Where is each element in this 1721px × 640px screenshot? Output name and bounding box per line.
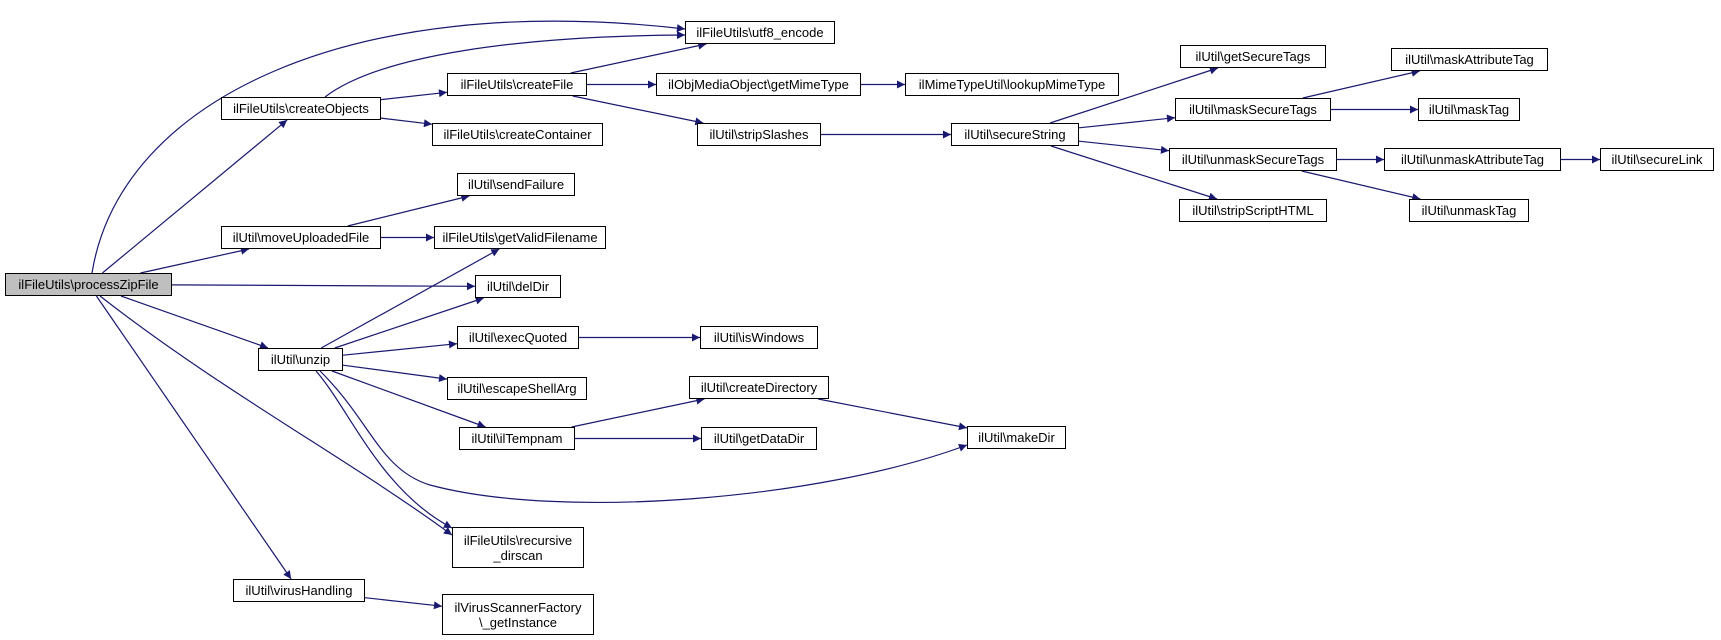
edge-secureString-to-unmaskSecureTags — [1078, 140, 1170, 154]
edge-unzip-to-execQuoted — [342, 340, 458, 356]
node-stripScriptHTML[interactable]: ilUtil\stripScriptHTML — [1179, 199, 1327, 222]
node-createObjects[interactable]: ilFileUtils\createObjects — [221, 97, 381, 120]
edge-unzip-to-getValidFilename — [320, 248, 500, 349]
node-getSecureTags[interactable]: ilUtil\getSecureTags — [1180, 45, 1326, 68]
node-unmaskTag[interactable]: ilUtil\unmaskTag — [1409, 199, 1529, 222]
edge-ilTempnam-to-createDirectory — [571, 396, 705, 428]
edge-createFile-to-stripSlashes — [572, 95, 704, 126]
node-utf8_encode[interactable]: ilFileUtils\utf8_encode — [685, 21, 835, 44]
edge-unmaskSecureTags-to-unmaskTag — [1301, 170, 1421, 202]
node-moveUploadedFile[interactable]: ilUtil\moveUploadedFile — [221, 226, 381, 249]
node-secureLink[interactable]: ilUtil\secureLink — [1600, 148, 1714, 171]
node-maskAttributeTag[interactable]: ilUtil\maskAttributeTag — [1391, 48, 1548, 71]
edge-virusHandling-to-getInstance — [364, 597, 443, 610]
node-unmaskSecureTags[interactable]: ilUtil\unmaskSecureTags — [1169, 148, 1337, 171]
node-virusHandling[interactable]: ilUtil\virusHandling — [233, 579, 365, 602]
node-maskSecureTags[interactable]: ilUtil\maskSecureTags — [1175, 98, 1331, 121]
edge-moveUploadedFile-to-sendFailure — [347, 194, 470, 227]
edge-createObjects-to-utf8_encode — [324, 31, 686, 98]
node-getDataDir[interactable]: ilUtil\getDataDir — [701, 427, 817, 450]
node-delDir[interactable]: ilUtil\delDir — [475, 275, 561, 298]
node-getValidFilename[interactable]: ilFileUtils\getValidFilename — [434, 226, 606, 249]
node-makeDir[interactable]: ilUtil\makeDir — [967, 426, 1066, 449]
node-execQuoted[interactable]: ilUtil\execQuoted — [457, 326, 579, 349]
edge-processZipFile-to-virusHandling — [95, 295, 292, 580]
edge-createObjects-to-createContainer — [380, 117, 433, 128]
edge-unzip-to-makeDir — [319, 370, 968, 504]
node-processZipFile[interactable]: ilFileUtils\processZipFile — [5, 273, 172, 296]
edge-processZipFile-to-delDir — [171, 282, 476, 291]
node-maskTag[interactable]: ilUtil\maskTag — [1418, 98, 1520, 121]
edge-createDirectory-to-makeDir — [818, 398, 968, 431]
edge-processZipFile-to-utf8_encode — [91, 20, 686, 274]
edge-unzip-to-ilTempnam — [331, 370, 486, 429]
node-secureString[interactable]: ilUtil\secureString — [951, 123, 1079, 146]
node-createDirectory[interactable]: ilUtil\createDirectory — [689, 376, 829, 399]
edge-secureString-to-stripScriptHTML — [1050, 145, 1218, 201]
edge-processZipFile-to-createObjects — [102, 119, 288, 274]
node-getInstance[interactable]: ilVirusScannerFactory \_getInstance — [442, 594, 594, 635]
edge-createObjects-to-createFile — [380, 89, 448, 101]
node-sendFailure[interactable]: ilUtil\sendFailure — [457, 173, 575, 196]
node-recursive_dirscan[interactable]: ilFileUtils\recursive _dirscan — [452, 527, 584, 568]
edge-processZipFile-to-unzip — [120, 295, 269, 350]
edge-unzip-to-escapeShellArg — [342, 364, 448, 383]
edge-createFile-to-utf8_encode — [570, 41, 707, 74]
node-ilTempnam[interactable]: ilUtil\ilTempnam — [459, 427, 575, 450]
edge-unzip-to-recursive_dirscan — [315, 370, 453, 529]
node-getMimeType[interactable]: ilObjMediaObject\getMimeType — [656, 73, 861, 96]
node-createFile[interactable]: ilFileUtils\createFile — [447, 73, 587, 96]
node-lookupMimeType[interactable]: ilMimeTypeUtil\lookupMimeType — [905, 73, 1119, 96]
node-unzip[interactable]: ilUtil\unzip — [258, 348, 343, 371]
edge-processZipFile-to-moveUploadedFile — [140, 246, 250, 274]
node-isWindows[interactable]: ilUtil\isWindows — [700, 326, 818, 349]
node-unmaskAttributeTag[interactable]: ilUtil\unmaskAttributeTag — [1384, 148, 1561, 171]
node-stripSlashes[interactable]: ilUtil\stripSlashes — [697, 123, 821, 146]
edge-secureString-to-maskSecureTags — [1078, 114, 1176, 129]
edge-processZipFile-to-recursive_dirscan — [99, 295, 453, 536]
node-escapeShellArg[interactable]: ilUtil\escapeShellArg — [447, 377, 587, 400]
node-createContainer[interactable]: ilFileUtils\createContainer — [432, 123, 603, 146]
edge-secureString-to-getSecureTags — [1049, 66, 1219, 124]
edge-unzip-to-delDir — [334, 296, 484, 349]
edge-maskSecureTags-to-maskAttributeTag — [1302, 68, 1420, 99]
